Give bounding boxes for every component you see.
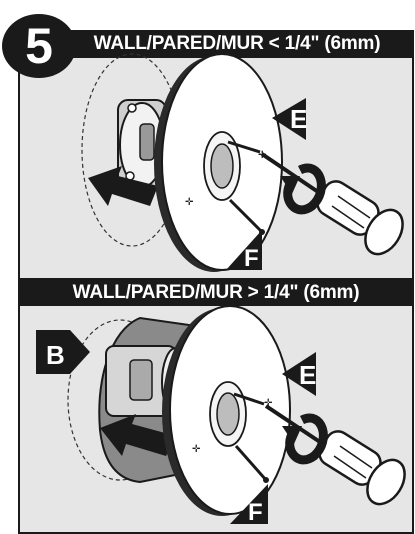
- step-number-badge: 5: [2, 14, 76, 78]
- bottom-callout-e: E: [282, 352, 316, 396]
- top-screw-lower: [228, 198, 264, 234]
- top-push-arrow: [88, 166, 158, 206]
- bottom-valve-body: [105, 345, 191, 417]
- top-rotation-arrow: [283, 163, 326, 215]
- top-illustration: ✛ ✛ E: [81, 53, 404, 272]
- step-number: 5: [25, 18, 53, 74]
- top-callout-f: F: [226, 230, 262, 272]
- bottom-screw-upper: [233, 392, 265, 406]
- top-screwdriver: [260, 152, 404, 256]
- bottom-screw-lower: [234, 445, 268, 481]
- svg-text:✛: ✛: [264, 398, 273, 409]
- top-callout-e-label: E: [290, 104, 307, 134]
- top-panel-header-text: WALL/PARED/MUR < 1/4" (6mm): [93, 33, 381, 54]
- bottom-callout-e-label: E: [299, 360, 316, 390]
- top-panel-header: WALL/PARED/MUR < 1/4" (6mm): [60, 30, 414, 58]
- bottom-callout-b: B: [36, 330, 90, 374]
- bottom-callout-b-label: B: [46, 340, 65, 370]
- top-screw-upper: [227, 140, 261, 154]
- top-callout-e: E: [272, 98, 307, 140]
- bottom-push-arrow: [100, 414, 176, 456]
- bottom-panel-header-text: WALL/PARED/MUR > 1/4" (6mm): [72, 282, 360, 303]
- bottom-callout-f-label: F: [248, 499, 263, 526]
- top-valve-body: [117, 99, 167, 191]
- svg-text:✛: ✛: [192, 444, 201, 455]
- bottom-illustration: ✛ ✛ B: [36, 305, 406, 526]
- bottom-screwdriver: [264, 404, 406, 506]
- top-escutcheon-plate: ✛ ✛: [154, 53, 283, 272]
- top-callout-f-label: F: [244, 245, 259, 272]
- bottom-panel-header: WALL/PARED/MUR > 1/4" (6mm): [18, 280, 414, 306]
- bottom-callout-f: F: [230, 484, 268, 526]
- bottom-rotation-arrow: [285, 413, 328, 465]
- svg-text:✛: ✛: [185, 197, 194, 208]
